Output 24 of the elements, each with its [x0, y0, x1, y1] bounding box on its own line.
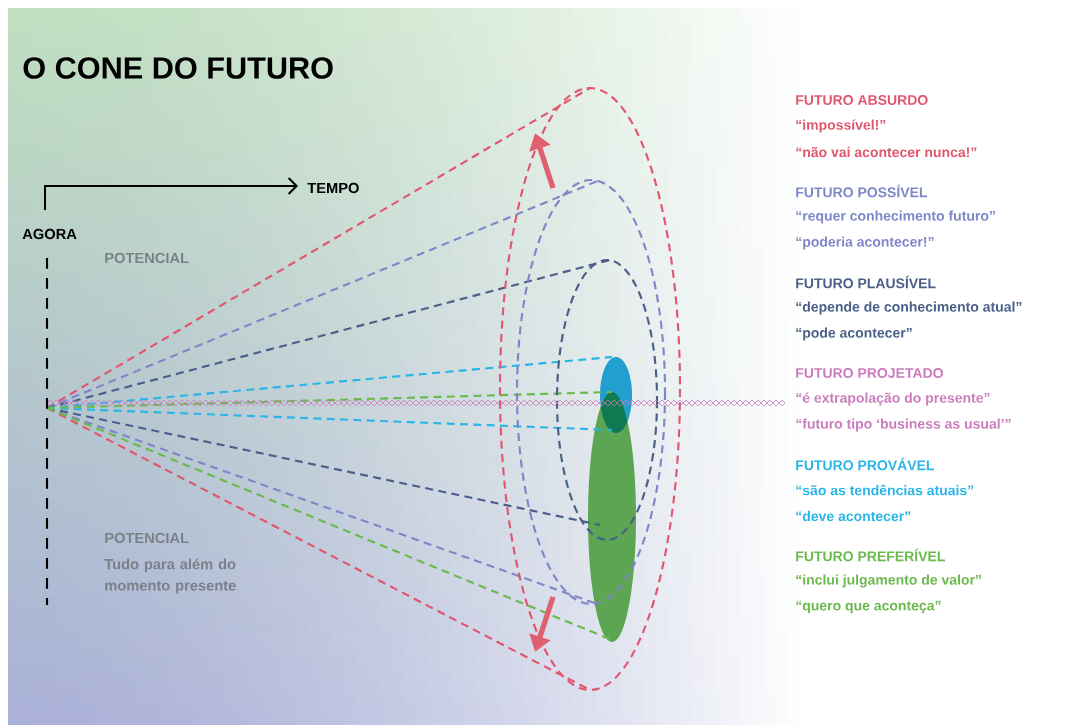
quote-text: “é extrapolação do presente”: [796, 392, 990, 406]
quote-text: “deve acontecer”: [796, 510, 911, 522]
title: O CONE DO FUTURO: [23, 57, 333, 79]
category-heading: FUTURO PROJETADO: [796, 368, 943, 378]
quote-text: “requer conhecimento futuro”: [796, 210, 995, 224]
quote-text: “são as tendências atuais”: [796, 484, 974, 496]
quote-text: “poderia acontecer!”: [796, 236, 934, 250]
category-heading: FUTURO PLAUSÍVEL: [796, 275, 936, 289]
category-heading: FUTURO ABSURDO: [796, 95, 928, 105]
quote-text: “quero que aconteça”: [796, 600, 941, 614]
axis-label: TEMPO: [307, 182, 359, 194]
quote-text: “futuro tipo ‘business as usual’”: [796, 418, 1011, 432]
category-heading: FUTURO POSSÍVEL: [796, 184, 928, 198]
region-description: Tudo para além do momento presente: [104, 558, 236, 594]
quote-text: “não vai acontecer nunca!”: [796, 146, 977, 158]
region-label: POTENCIAL: [105, 532, 189, 544]
quote-text: “depende de conhecimento atual”: [796, 301, 1022, 315]
quote-text: “impossível!”: [796, 119, 886, 133]
category-heading: FUTURO PREFERÍVEL: [796, 548, 945, 562]
axis-label: AGORA: [22, 228, 77, 240]
quote-text: “inclui julgamento de valor”: [796, 574, 981, 588]
quote-text: “pode acontecer”: [796, 327, 912, 341]
region-label: POTENCIAL: [105, 252, 189, 264]
category-heading: FUTURO PROVÁVEL: [796, 457, 935, 471]
